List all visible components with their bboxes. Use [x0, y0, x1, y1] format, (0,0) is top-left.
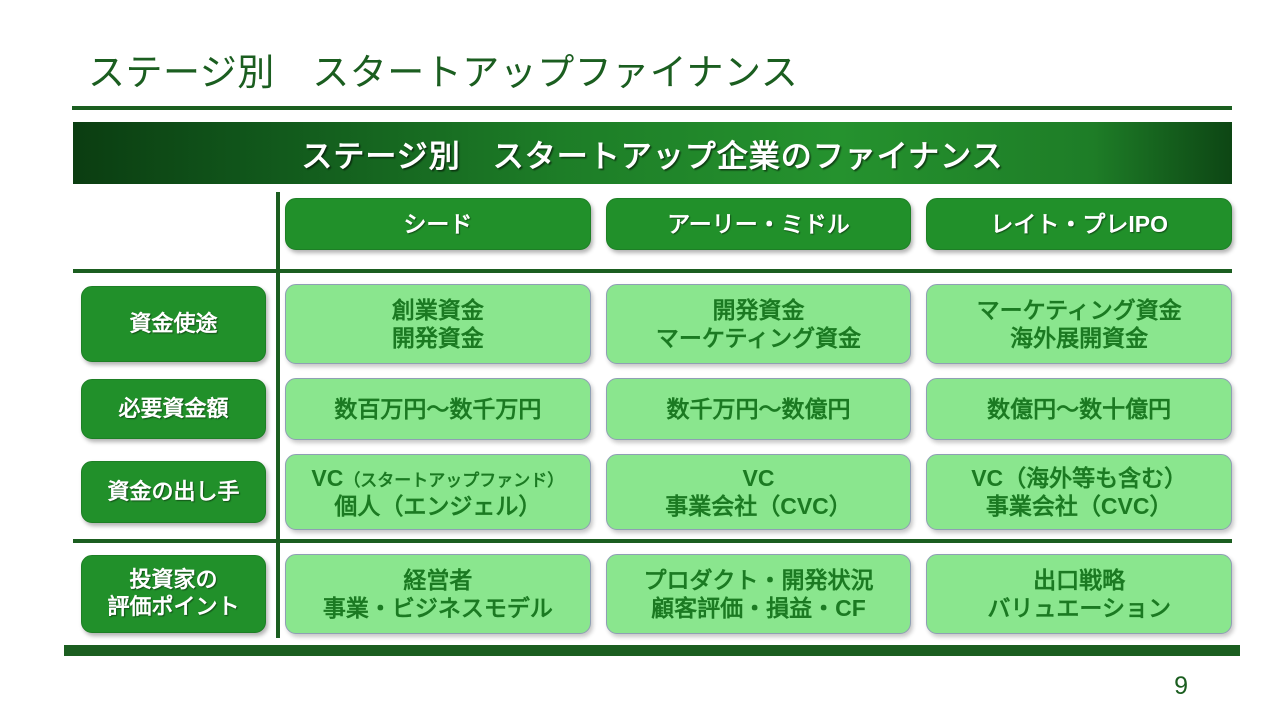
column-header-cells: シード アーリー・ミドル レイト・プレIPO [276, 198, 1233, 250]
row-label-investor-criteria[interactable]: 投資家の 評価ポイント [81, 555, 266, 633]
last-row-divider-rule [73, 539, 1232, 543]
row-label-line: 投資家の [129, 567, 218, 593]
cell-line: プロダクト・開発状況 [643, 566, 874, 593]
cell-investor-criteria-late-pre-ipo[interactable]: 出口戦略 バリュエーション [926, 554, 1233, 634]
page-title: ステージ別 スタートアップファイナンス [88, 52, 799, 93]
row-data-cells: VC（スタートアップファンド） 個人（エンジェル） VC 事業会社（CVC） V… [276, 454, 1233, 530]
cell-line: 個人（エンジェル） [334, 493, 542, 519]
column-header-row: シード アーリー・ミドル レイト・プレIPO [73, 198, 1233, 250]
row-label-cell: 資金使途 [73, 284, 276, 364]
column-header-early-middle[interactable]: アーリー・ミドル [605, 198, 912, 250]
header-divider-rule [73, 269, 1232, 273]
row-label-cell: 必要資金額 [73, 378, 276, 440]
column-header-late-pre-ipo[interactable]: レイト・プレIPO [926, 198, 1233, 250]
table-row: 投資家の 評価ポイント 経営者 事業・ビジネスモデル プロダクト・開発状況 顧客… [73, 554, 1233, 634]
title-underline-rule [72, 106, 1232, 110]
cell-required-amount-early-middle[interactable]: 数千万円〜数億円 [605, 378, 912, 440]
cell-line: 経営者 [403, 566, 473, 593]
row-data-cells: 創業資金 開発資金 開発資金 マーケティング資金 マーケティング資金 海外展開資… [276, 284, 1233, 364]
table-row: 資金使途 創業資金 開発資金 開発資金 マーケティング資金 マーケティング資金 … [73, 284, 1233, 364]
row-data-cells: 数百万円〜数千万円 数千万円〜数億円 数億円〜数十億円 [276, 378, 1233, 440]
cell-investor-criteria-early-middle[interactable]: プロダクト・開発状況 顧客評価・損益・CF [605, 554, 912, 634]
row-label-line: 資金使途 [129, 310, 218, 336]
row-label-cell: 投資家の 評価ポイント [73, 554, 276, 634]
banner-title: ステージ別 スタートアップ企業のファイナンス [301, 138, 1004, 174]
cell-fund-usage-late-pre-ipo[interactable]: マーケティング資金 海外展開資金 [926, 284, 1233, 364]
cell-line: 事業会社（CVC） [665, 493, 852, 519]
cell-line: 数百万円〜数千万円 [334, 395, 542, 422]
column-header-seed[interactable]: シード [285, 198, 591, 250]
cell-required-amount-seed[interactable]: 数百万円〜数千万円 [285, 378, 591, 440]
column-header-label: アーリー・ミドル [667, 210, 850, 237]
row-label-required-amount[interactable]: 必要資金額 [81, 379, 266, 439]
cell-line: 開発資金 [712, 296, 805, 323]
cell-line: VC（海外等も含む） [971, 464, 1188, 491]
row-label-fund-usage[interactable]: 資金使途 [81, 286, 266, 362]
column-header-label: シード [403, 210, 473, 237]
cell-line: VC [311, 464, 344, 491]
cell-inline-note: （スタートアップファンド） [343, 470, 565, 490]
cell-line: 数千万円〜数億円 [666, 395, 851, 422]
cell-line: 事業会社（CVC） [985, 493, 1173, 519]
row-label-line: 必要資金額 [118, 395, 229, 421]
cell-fund-provider-late-pre-ipo[interactable]: VC（海外等も含む） 事業会社（CVC） [926, 454, 1233, 530]
cell-investor-criteria-seed[interactable]: 経営者 事業・ビジネスモデル [285, 554, 591, 634]
table-row: 資金の出し手 VC（スタートアップファンド） 個人（エンジェル） VC 事業会社… [73, 454, 1233, 530]
cell-line: 海外展開資金 [1010, 325, 1149, 351]
cell-fund-usage-seed[interactable]: 創業資金 開発資金 [285, 284, 591, 364]
cell-line: バリュエーション [987, 595, 1171, 621]
row-label-fund-provider[interactable]: 資金の出し手 [81, 461, 266, 523]
row-label-line: 評価ポイント [107, 594, 240, 619]
row-data-cells: 経営者 事業・ビジネスモデル プロダクト・開発状況 顧客評価・損益・CF 出口戦… [276, 554, 1233, 634]
table-row: 必要資金額 数百万円〜数千万円 数千万円〜数億円 数億円〜数十億円 [73, 378, 1233, 440]
cell-line: 創業資金 [391, 296, 484, 323]
cell-line: マーケティング資金 [655, 325, 862, 351]
banner: ステージ別 スタートアップ企業のファイナンス [73, 122, 1232, 184]
cell-required-amount-late-pre-ipo[interactable]: 数億円〜数十億円 [926, 378, 1233, 440]
cell-line-composite: VC（スタートアップファンド） [311, 464, 564, 492]
cell-line: マーケティング資金 [976, 296, 1182, 323]
row-label-line: 資金の出し手 [107, 478, 240, 504]
row-label-cell: 資金の出し手 [73, 454, 276, 530]
footer-bar [64, 645, 1240, 656]
cell-fund-provider-early-middle[interactable]: VC 事業会社（CVC） [605, 454, 912, 530]
cell-line: 顧客評価・損益・CF [651, 595, 866, 621]
cell-line: VC [742, 464, 775, 491]
cell-line: 事業・ビジネスモデル [322, 595, 553, 621]
column-header-label: レイト・プレIPO [990, 210, 1168, 237]
page-number: 9 [1174, 672, 1188, 700]
cell-fund-usage-early-middle[interactable]: 開発資金 マーケティング資金 [605, 284, 912, 364]
cell-fund-provider-seed[interactable]: VC（スタートアップファンド） 個人（エンジェル） [285, 454, 591, 530]
cell-line: 出口戦略 [1033, 566, 1126, 593]
vertical-divider [276, 192, 280, 638]
stage-matrix: シード アーリー・ミドル レイト・プレIPO 資金使途 創業資金 開発資金 開発… [73, 190, 1233, 640]
cell-line: 数億円〜数十億円 [987, 395, 1172, 422]
cell-line: 開発資金 [391, 325, 484, 351]
